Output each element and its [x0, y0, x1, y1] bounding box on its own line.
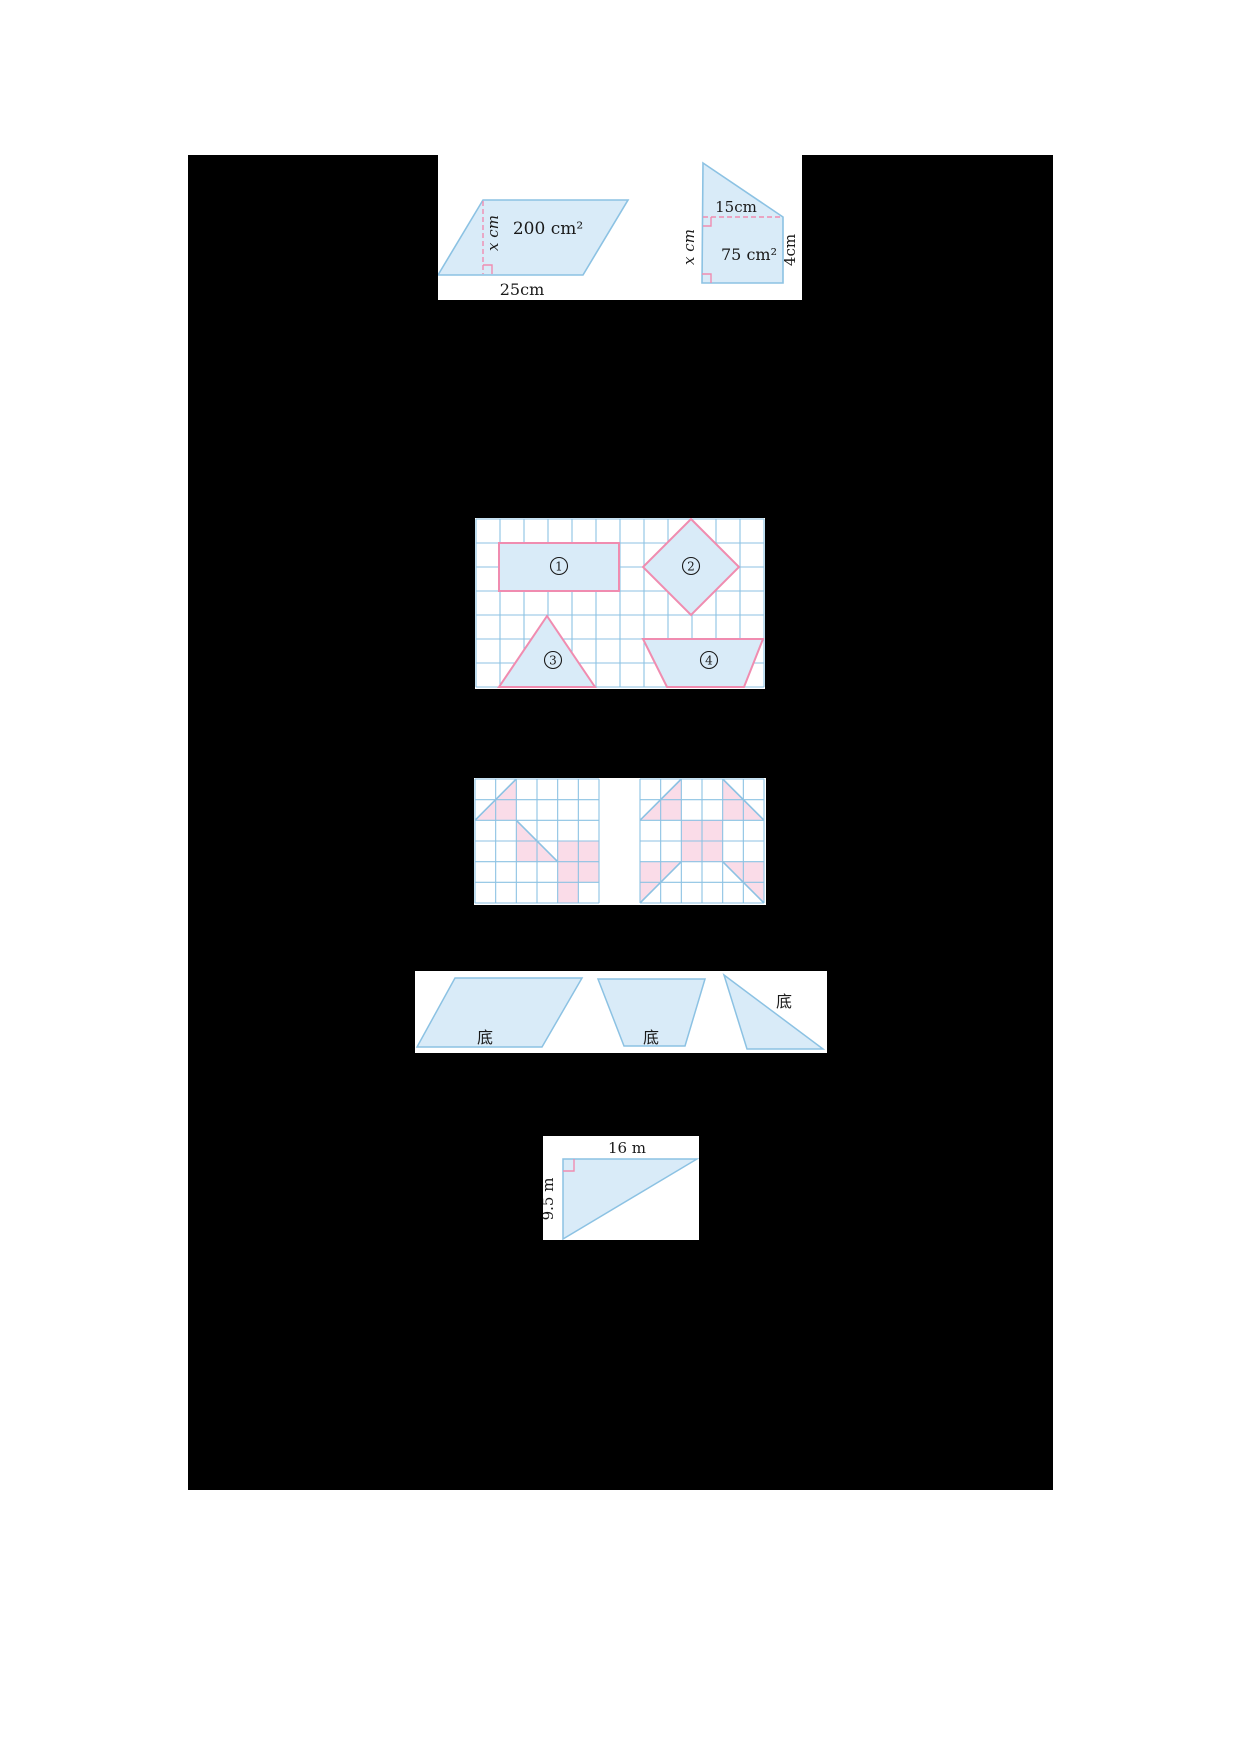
right-angle-marker — [483, 264, 493, 274]
circled-number-3: 3 — [543, 650, 563, 670]
parallelogram-shape — [438, 199, 630, 276]
circled-number-1: 1 — [549, 556, 569, 576]
figure-panel-pink-grids — [474, 778, 766, 905]
right-angle-marker — [563, 1159, 575, 1172]
triangle-base-label: 16 m — [608, 1139, 646, 1157]
svg-text:3: 3 — [549, 654, 557, 668]
parallelogram-area-label: 200 cm² — [513, 219, 583, 239]
grid-shape-triangle — [497, 614, 597, 688]
base-triangle — [722, 973, 826, 1050]
right-angle-marker — [702, 273, 712, 283]
circled-number-4: 4 — [699, 650, 719, 670]
right-angle-marker — [703, 217, 712, 227]
base-label: 底 — [477, 1028, 493, 1047]
base-label: 底 — [643, 1028, 659, 1047]
right-triangle-shape — [562, 1158, 699, 1240]
parallelogram-height-label: x cm — [484, 215, 502, 251]
figure-panel-base-height: 底 底 底 — [415, 971, 827, 1053]
grid-shape-rectangle — [498, 542, 620, 592]
parallelogram-base-label: 25cm — [500, 280, 545, 299]
figure-panel-grid-shapes: 1 2 3 4 — [475, 518, 765, 689]
trapezoid-top-label: 15cm — [715, 198, 757, 216]
base-parallelogram — [415, 977, 584, 1048]
base-trapezoid — [596, 978, 707, 1047]
grid-shape-trapezoid — [641, 638, 765, 688]
base-label: 底 — [776, 992, 792, 1011]
diagonal-edges — [474, 778, 765, 904]
grid-shape-diamond — [641, 518, 741, 617]
circled-number-2: 2 — [681, 556, 701, 576]
triangle-height-label: 9.5 m — [543, 1178, 557, 1221]
trapezoid-height-label: x cm — [680, 229, 698, 265]
svg-text:1: 1 — [555, 560, 563, 574]
figure-panel-areas: 200 cm² x cm 25cm 15cm x cm 75 cm² 4cm — [438, 155, 802, 300]
svg-text:4: 4 — [705, 654, 713, 668]
figure-panel-triangle-land: 16 m 9.5 m — [543, 1136, 699, 1240]
trapezoid-right-side-label: 4cm — [781, 234, 799, 266]
trapezoid-shape — [701, 161, 784, 284]
svg-text:2: 2 — [687, 560, 695, 574]
trapezoid-area-label: 75 cm² — [721, 245, 777, 264]
